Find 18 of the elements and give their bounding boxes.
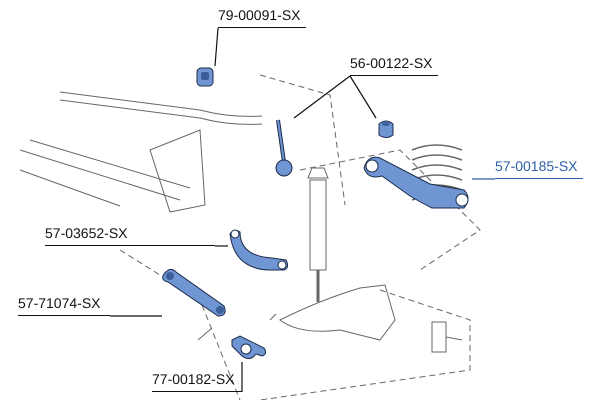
leader-line (215, 245, 228, 247)
stabilizer-bushing-drawing (195, 66, 215, 88)
camber-arm-drawing (228, 228, 290, 272)
part-number-label: 77-00182-SX (152, 368, 242, 392)
trailing-link-drawing (162, 268, 228, 318)
bushing-drawing (230, 334, 268, 362)
leader-line (241, 362, 243, 392)
part-number-label: 56-00122-SX (350, 52, 438, 76)
leader-line (214, 28, 219, 66)
part-number-label: 79-00091-SX (218, 4, 306, 28)
part-number-label: 57-03652-SX (45, 222, 215, 246)
link-bushing-drawing (376, 118, 396, 140)
part-number-label: 57-71074-SX (18, 292, 110, 316)
leader-line (110, 315, 162, 317)
leader-line (349, 76, 377, 118)
part-number-label: 57-00185-SX (495, 155, 583, 179)
leader-line (294, 76, 350, 118)
leader-line (472, 178, 495, 180)
